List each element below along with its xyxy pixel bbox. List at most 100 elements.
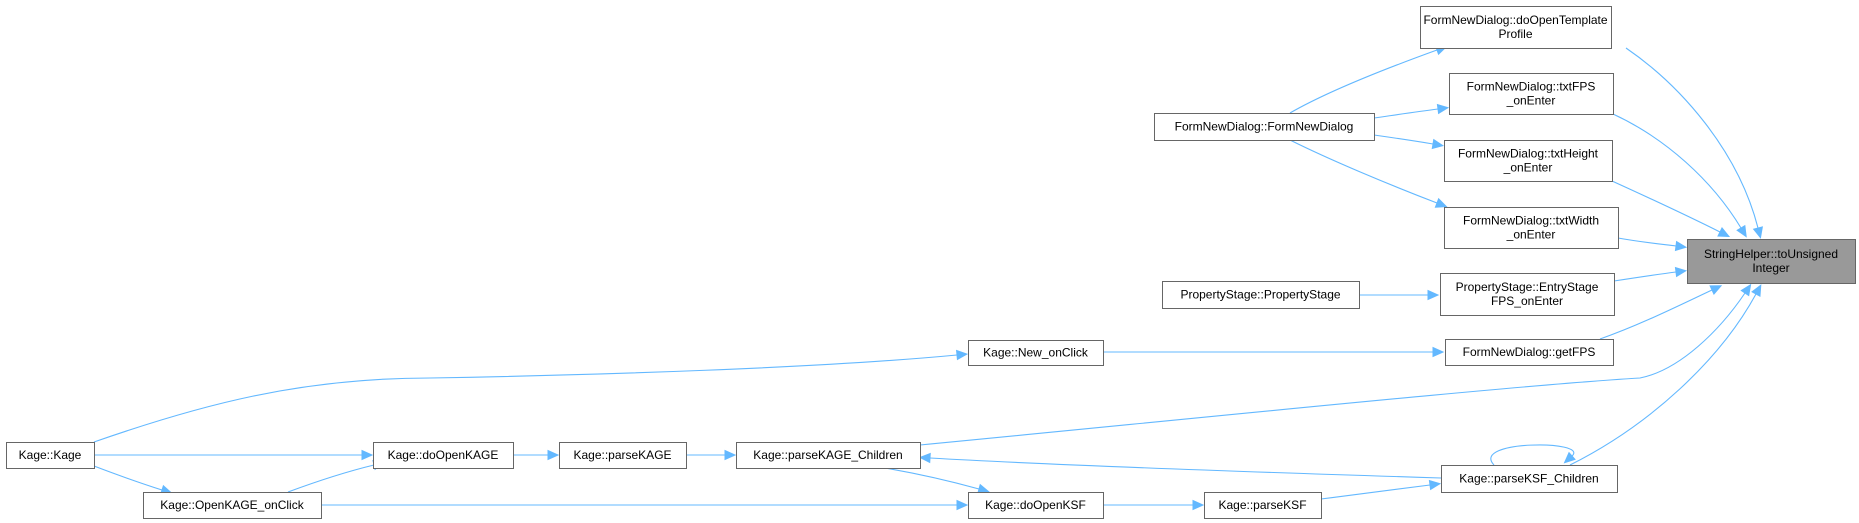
node-getFPS[interactable]: FormNewDialog::getFPS — [1445, 339, 1614, 366]
node-label: PropertyStage::EntryStage — [1456, 280, 1599, 294]
edge-Kage-to-doOpenKAGE — [93, 449, 374, 461]
edge-FormNewDialog-to-txtFPS — [1373, 103, 1450, 119]
edge-line — [929, 457, 1442, 479]
edge-line — [1617, 237, 1677, 247]
node-box — [1441, 465, 1618, 493]
node-parseKSF[interactable]: Kage::parseKSF — [1204, 492, 1322, 519]
edge-txtHeight-to-toUnsignedInteger — [1611, 180, 1731, 238]
arrowhead-icon — [1431, 138, 1445, 150]
node-box — [6, 442, 95, 469]
edge-line — [1611, 180, 1721, 233]
node-parseKSF_Children[interactable]: Kage::parseKSF_Children — [1441, 465, 1618, 493]
edge-Kage-to-OpenKAGE_onClick — [93, 465, 173, 495]
node-box — [968, 492, 1104, 519]
node-label: FormNewDialog::txtWidth — [1463, 214, 1599, 228]
node-box — [1444, 207, 1619, 249]
edge-parseKSF-to-parseKSF_Children — [1320, 479, 1442, 500]
edge-line — [93, 354, 958, 443]
arrowhead-icon — [1434, 197, 1448, 208]
node-parseKAGE[interactable]: Kage::parseKAGE — [559, 442, 687, 469]
edge-parseKSF_Children-to-parseKAGE_Children — [918, 452, 1442, 479]
node-label: Kage::parseKSF — [1218, 498, 1306, 512]
node-doOpenKAGE[interactable]: Kage::doOpenKAGE — [373, 442, 514, 469]
node-label: Kage::doOpenKSF — [985, 498, 1086, 512]
edge-line — [1625, 47, 1759, 229]
arrowhead-icon — [1563, 451, 1576, 464]
arrowhead-icon — [1709, 285, 1723, 295]
node-New_onClick[interactable]: Kage::New_onClick — [968, 340, 1104, 366]
node-label: FPS_onEnter — [1491, 294, 1563, 308]
arrowhead-icon — [1717, 227, 1731, 238]
edge-parseKAGE_Children-to-doOpenKSF — [884, 467, 990, 494]
edge-line — [1612, 113, 1742, 229]
edge-line — [1569, 293, 1757, 466]
arrowhead-icon — [918, 452, 931, 464]
node-label: Kage::doOpenKAGE — [388, 448, 499, 462]
arrowhead-icon — [1428, 479, 1442, 491]
node-label: FormNewDialog::doOpenTemplate — [1423, 13, 1607, 27]
edge-line — [287, 464, 375, 493]
node-txtHeight[interactable]: FormNewDialog::txtHeight_onEnter — [1444, 140, 1613, 182]
edge-line — [1373, 134, 1434, 145]
arrowhead-icon — [1751, 284, 1762, 297]
node-box — [143, 492, 322, 519]
node-box — [968, 340, 1104, 366]
node-box — [1420, 6, 1612, 49]
node-txtWidth[interactable]: FormNewDialog::txtWidth_onEnter — [1444, 207, 1619, 249]
edge-line — [1613, 271, 1677, 282]
edges-layer — [93, 45, 1763, 511]
node-txtFPS[interactable]: FormNewDialog::txtFPS_onEnter — [1449, 73, 1614, 115]
node-PropertyStage[interactable]: PropertyStage::PropertyStage — [1162, 281, 1360, 309]
edge-doOpenTemplateProfile-to-toUnsignedInteger — [1625, 47, 1763, 239]
nodes-layer: StringHelper::toUnsignedIntegerFormNewDi… — [6, 6, 1856, 519]
node-label: Kage::parseKAGE_Children — [753, 448, 902, 462]
edge-doOpenKAGE-to-parseKAGE — [512, 449, 560, 461]
node-Kage[interactable]: Kage::Kage — [6, 442, 95, 469]
edge-parseKSF_Children-to-parseKSF_Children — [1490, 444, 1576, 466]
node-doOpenKSF[interactable]: Kage::doOpenKSF — [968, 492, 1104, 519]
edge-New_onClick-to-getFPS — [1103, 346, 1445, 358]
edge-line — [1289, 139, 1438, 204]
node-box — [1162, 281, 1360, 309]
node-FormNewDialog[interactable]: FormNewDialog::FormNewDialog — [1154, 113, 1375, 141]
arrowhead-icon — [1436, 103, 1450, 115]
node-label: Kage::parseKSF_Children — [1459, 472, 1598, 486]
edge-line — [919, 292, 1746, 446]
node-box — [1154, 113, 1375, 141]
node-parseKAGE_Children[interactable]: Kage::parseKAGE_Children — [736, 442, 921, 469]
edge-FormNewDialog-to-txtWidth — [1289, 139, 1448, 208]
node-label: PropertyStage::PropertyStage — [1180, 288, 1340, 302]
edge-line — [1490, 444, 1575, 466]
arrowhead-icon — [1740, 283, 1752, 297]
node-label: Profile — [1498, 27, 1532, 41]
edge-line — [93, 465, 163, 491]
node-OpenKAGE_onClick[interactable]: Kage::OpenKAGE_onClick — [143, 492, 322, 519]
node-box — [736, 442, 921, 469]
node-box — [1687, 239, 1856, 284]
arrowhead-icon — [1752, 226, 1763, 239]
edge-OpenKAGE_onClick-to-doOpenKSF — [321, 499, 969, 511]
edge-txtWidth-to-toUnsignedInteger — [1617, 237, 1688, 252]
node-label: FormNewDialog::getFPS — [1463, 345, 1596, 359]
node-box — [1204, 492, 1322, 519]
arrowhead-icon — [1674, 266, 1688, 278]
node-label: _onEnter — [1503, 161, 1553, 175]
edge-line — [1289, 49, 1438, 114]
edge-getFPS-to-toUnsignedInteger — [1599, 285, 1723, 340]
node-label: Kage::Kage — [19, 448, 82, 462]
node-label: Kage::OpenKAGE_onClick — [160, 498, 304, 512]
arrowhead-icon — [1674, 240, 1688, 252]
node-label: FormNewDialog::txtFPS — [1467, 80, 1596, 94]
edge-txtFPS-to-toUnsignedInteger — [1612, 113, 1747, 238]
edge-line — [884, 467, 980, 490]
edge-doOpenKSF-to-parseKSF — [1103, 499, 1205, 511]
node-label: Integer — [1752, 261, 1789, 275]
arrowhead-icon — [1427, 289, 1440, 301]
edge-line — [1320, 484, 1431, 500]
arrowhead-icon — [724, 449, 737, 461]
edge-parseKSF_Children-to-toUnsignedInteger — [1569, 284, 1762, 466]
